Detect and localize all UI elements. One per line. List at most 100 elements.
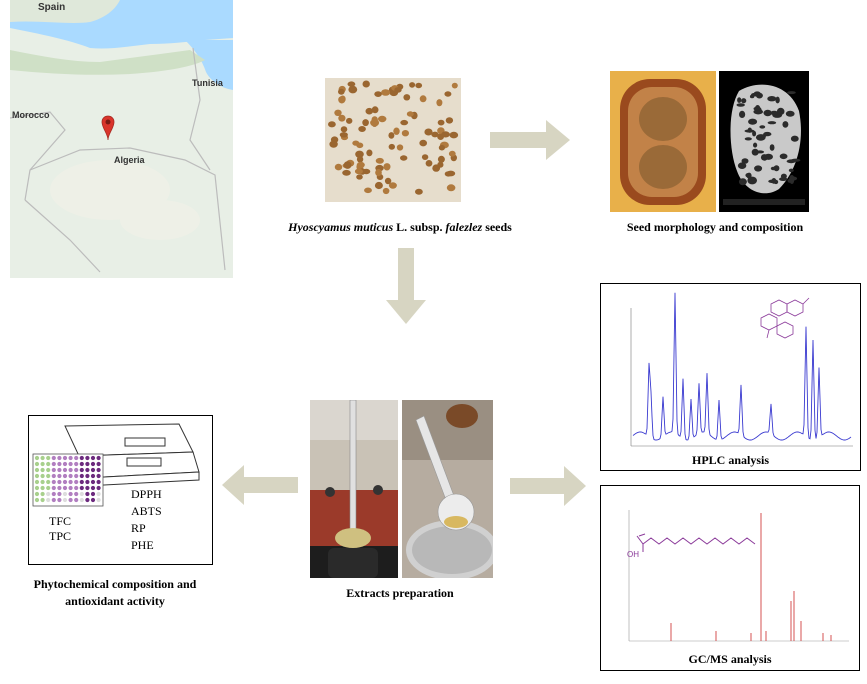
plate-well <box>90 461 96 467</box>
sem-pore <box>744 129 755 133</box>
sem-pore <box>770 166 776 171</box>
seed-dot <box>346 117 353 124</box>
assay-abts: ABTS <box>131 504 162 518</box>
seed-dot <box>375 169 382 177</box>
sem-pore <box>770 110 779 116</box>
phyto-caption-line2: antioxidant activity <box>65 594 165 608</box>
morphology-caption: Seed morphology and composition <box>626 220 804 234</box>
hplc-caption: HPLC analysis <box>691 453 769 467</box>
sem-pore <box>744 137 752 141</box>
assay-tfc: TFC <box>49 514 72 528</box>
plate-well <box>34 479 40 485</box>
seed-dot <box>388 143 395 150</box>
plate-well <box>90 455 96 461</box>
plate-well <box>85 479 90 485</box>
sem-pore <box>755 92 763 99</box>
seed-dot <box>371 106 379 114</box>
plate-well <box>85 455 90 461</box>
plate-well <box>62 461 68 467</box>
fatty-acid-structure-icon <box>636 533 756 552</box>
plate-well <box>40 455 45 461</box>
sem-pore <box>763 109 772 117</box>
sem-pore <box>759 125 766 129</box>
sem-pore <box>754 165 763 172</box>
arrow-right-icon-2 <box>510 466 586 506</box>
seed-dot <box>374 91 382 97</box>
plate-well <box>68 479 73 485</box>
seed-dot <box>449 131 459 139</box>
assay-phe: PHE <box>131 538 154 552</box>
seed-dot <box>438 144 445 151</box>
seed-dot <box>338 88 345 95</box>
seed-dot <box>403 94 411 101</box>
plate-well <box>79 485 84 491</box>
seed-dot <box>388 132 395 139</box>
plate-well <box>51 467 56 473</box>
plate-well <box>79 497 84 503</box>
plate-well <box>40 485 45 491</box>
plate-well <box>51 461 56 467</box>
arrow-down-icon <box>386 248 426 324</box>
plate-well <box>40 479 45 485</box>
plate-well <box>85 461 90 467</box>
sem-pore <box>752 130 757 137</box>
plate-well <box>74 485 79 491</box>
seed-dot <box>354 168 363 175</box>
assay-dpph: DPPH <box>131 487 162 501</box>
plate-well <box>40 491 45 497</box>
plate-well <box>90 467 96 473</box>
seed-dot <box>419 139 427 147</box>
seed-dot <box>375 157 384 164</box>
seed-section-photo <box>610 71 716 212</box>
plate-well <box>85 473 90 479</box>
gcms-chromatogram <box>628 510 849 642</box>
seed-dot <box>451 82 458 89</box>
plate-well <box>34 491 40 497</box>
sem-pore <box>767 96 777 102</box>
arrow-left-icon <box>222 465 298 505</box>
plate-well <box>79 455 84 461</box>
seed-dot <box>393 127 400 135</box>
extraction-apparatus-photo <box>310 400 398 578</box>
seed-dot <box>374 181 383 190</box>
sem-pore <box>775 96 780 104</box>
plate-well <box>74 479 79 485</box>
sem-pore <box>789 175 795 183</box>
seed-dot <box>415 82 423 89</box>
sem-pore <box>763 131 772 137</box>
plate-well <box>51 479 56 485</box>
plate-well <box>62 491 68 497</box>
seed-dot <box>340 126 348 133</box>
seed-dot <box>415 188 423 195</box>
plate-well <box>57 497 62 503</box>
plate-well <box>96 461 101 467</box>
plate-well <box>46 455 51 461</box>
seed-dot <box>334 163 343 171</box>
seed-dot <box>437 119 445 126</box>
sem-pore <box>736 103 745 107</box>
sem-pore <box>779 153 788 160</box>
plate-well <box>51 497 56 503</box>
phyto-caption-line1: Phytochemical composition and <box>33 577 197 591</box>
plate-well <box>46 485 51 491</box>
extraction-apparatus-graphic <box>310 400 398 578</box>
sem-pore <box>780 173 787 179</box>
sem-pore <box>788 168 794 173</box>
seeds-graphic <box>325 78 461 202</box>
plate-well <box>57 485 62 491</box>
assay-rp: RP <box>131 521 146 535</box>
sem-pore <box>790 135 799 142</box>
plate-well <box>74 473 79 479</box>
plate-well <box>40 467 45 473</box>
seed-dot <box>424 128 433 136</box>
plate-well <box>57 491 62 497</box>
seed-dot <box>436 99 443 107</box>
seed-dot <box>406 111 414 117</box>
sem-pore <box>741 98 747 104</box>
plate-well <box>90 485 96 491</box>
seed-sem-graphic <box>719 71 809 212</box>
plate-well <box>34 485 40 491</box>
plate-well <box>96 497 101 503</box>
flask-photo <box>402 400 493 578</box>
plate-well <box>46 461 51 467</box>
